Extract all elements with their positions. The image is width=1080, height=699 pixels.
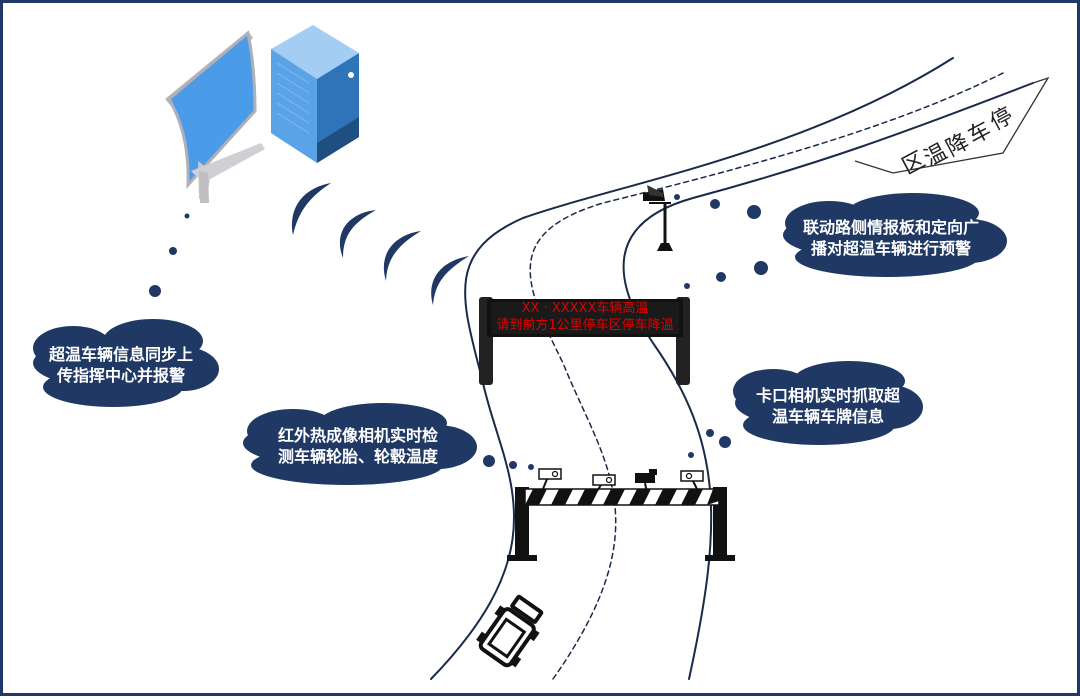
- truck-icon: [476, 594, 544, 668]
- bubble-broadcast-line-1: 联动路侧情报板和定向广: [802, 218, 979, 237]
- bubble-thermal-line-2: 测车辆轮胎、轮毂温度: [277, 447, 438, 466]
- diagram-canvas: [33, 25, 1050, 680]
- bubble-upload-text: 超温车辆信息同步上 传指挥中心并报警: [31, 344, 211, 386]
- bubble-thermal: [243, 403, 477, 485]
- vms-gantry-icon: [479, 297, 690, 385]
- server-icon: [271, 25, 359, 163]
- camera-icon: [538, 468, 562, 490]
- bubble-plate-text: 卡口相机实时抓取超 温车辆车牌信息: [743, 385, 913, 427]
- signal-wave-icon: [339, 210, 376, 258]
- bubble-thermal-line-1: 红外热成像相机实时检: [277, 426, 438, 445]
- bubble-upload: [33, 319, 219, 407]
- bubble-plate-line-1: 卡口相机实时抓取超: [755, 386, 900, 405]
- parking-area-outline: [854, 76, 1050, 174]
- signal-wave-icon: [292, 183, 331, 235]
- vms-line-1: XX · XXXXX车辆高温: [521, 301, 649, 316]
- camera-icon: [635, 469, 657, 494]
- bubble-thermal-text: 红外热成像相机实时检 测车辆轮胎、轮毂温度: [253, 425, 463, 467]
- monitor-icon: [165, 30, 265, 203]
- road-center-line: [529, 72, 1004, 680]
- bubble-broadcast: [783, 193, 1007, 277]
- signal-waves: [292, 183, 469, 305]
- signal-wave-icon: [431, 256, 469, 305]
- vms-line-2: 请到前方1公里停车区停车降温: [496, 318, 674, 333]
- bubble-upload-line-1: 超温车辆信息同步上: [48, 345, 193, 364]
- camera-icon: [592, 474, 616, 492]
- bubble-plate-line-2: 温车辆车牌信息: [771, 407, 884, 426]
- connector-dots: [149, 194, 768, 470]
- bubble-broadcast-text: 联动路侧情报板和定向广 播对超温车辆进行预警: [793, 217, 989, 259]
- bubble-plate: [733, 361, 923, 445]
- road-edge-left: [430, 57, 954, 680]
- speaker-icon: [643, 185, 673, 251]
- camera-icon: [680, 470, 704, 490]
- signal-wave-icon: [383, 231, 421, 281]
- bubble-upload-line-2: 传指挥中心并报警: [56, 366, 185, 385]
- barrier-gate-icon: [507, 468, 735, 561]
- bubble-broadcast-line-2: 播对超温车辆进行预警: [810, 239, 971, 258]
